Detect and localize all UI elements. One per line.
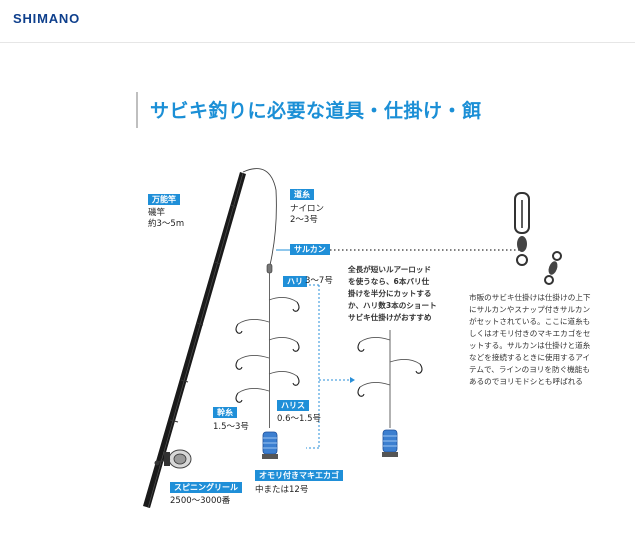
rod-desc-2: 約3〜5m (148, 219, 185, 229)
swivel-note-line: テムで、ラインのヨリを防ぐ機能も (469, 365, 590, 374)
short-rig-note: 全長が短いルアーロッド を使うなら、6本バリ仕 掛けを半分にカットする か、ハリ… (348, 264, 437, 324)
snap-swivel-icon (514, 192, 530, 266)
sinker-desc: 中または12号 (255, 485, 309, 495)
swivel-note-line: がセットされている。ここに道糸も (469, 317, 591, 326)
swivel-note: 市販のサビキ仕掛けは仕掛けの上下 にサルカンやスナップ付きサルカン がセットされ… (469, 292, 591, 388)
mainline-desc: 1.5〜3号 (213, 422, 249, 432)
line-desc-1: ナイロン (290, 204, 325, 214)
harisu-tag: ハリス (277, 400, 309, 411)
swivel-note-line: しくはオモリ付きのマキエカゴをセ (469, 329, 591, 338)
reel-tag: スピニングリール (170, 482, 242, 493)
harisu-desc: 0.6〜1.5号 (277, 414, 322, 424)
short-rig-note-line: か、ハリ数3本のショート (348, 301, 437, 310)
swivel-note-line: 市販のサビキ仕掛けは仕掛けの上下 (469, 293, 591, 302)
title-accent-bar (136, 92, 138, 128)
short-rig-note-line: 掛けを半分にカットする (348, 289, 432, 298)
page-title: サビキ釣りに必要な道具・仕掛け・餌 (150, 100, 482, 122)
swivel-note-line: にサルカンやスナップ付きサルカン (469, 305, 591, 314)
hook-tag: ハリ (283, 276, 307, 287)
connector-lines (306, 284, 352, 449)
main-line (242, 168, 277, 266)
hook-icons (235, 301, 300, 403)
mainline-tag: 幹糸 (213, 407, 237, 418)
short-rig-note-line: サビキ仕掛けがおすすめ (348, 313, 432, 322)
line-desc-2: 2〜3号 (290, 215, 318, 225)
arrow-icon (350, 377, 355, 383)
rod-tag: 万能竿 (148, 194, 180, 205)
sinker-basket-icon (262, 431, 278, 459)
swivel-note-line: などを接続するときに使用するアイ (469, 353, 591, 362)
swivel-note-line: あるのでヨリモドシとも呼ばれる (469, 377, 583, 386)
swivel-note-line: ットする。サルカンは仕掛けと道糸 (469, 341, 591, 350)
hook-desc: 3〜7号 (305, 276, 333, 286)
reel-desc: 2500〜3000番 (170, 496, 231, 506)
short-rig-illustration (357, 330, 423, 457)
site-header: SHIMANO (0, 0, 635, 43)
line-tag: 道糸 (290, 189, 314, 200)
short-rig-note-line: を使うなら、6本バリ仕 (348, 277, 430, 286)
barrel-swivel-icon (544, 251, 562, 285)
swivel-icon (266, 263, 273, 274)
rod-desc-1: 磯竿 (148, 208, 166, 218)
swivel-tag: サルカン (290, 244, 330, 255)
spinning-reel-illustration (154, 449, 192, 469)
sinker-tag: オモリ付きマキエカゴ (255, 470, 343, 481)
rod-illustration (143, 172, 246, 509)
brand-logo[interactable]: SHIMANO (13, 11, 80, 26)
short-rig-note-line: 全長が短いルアーロッド (348, 265, 432, 274)
rig-branches (237, 297, 298, 394)
